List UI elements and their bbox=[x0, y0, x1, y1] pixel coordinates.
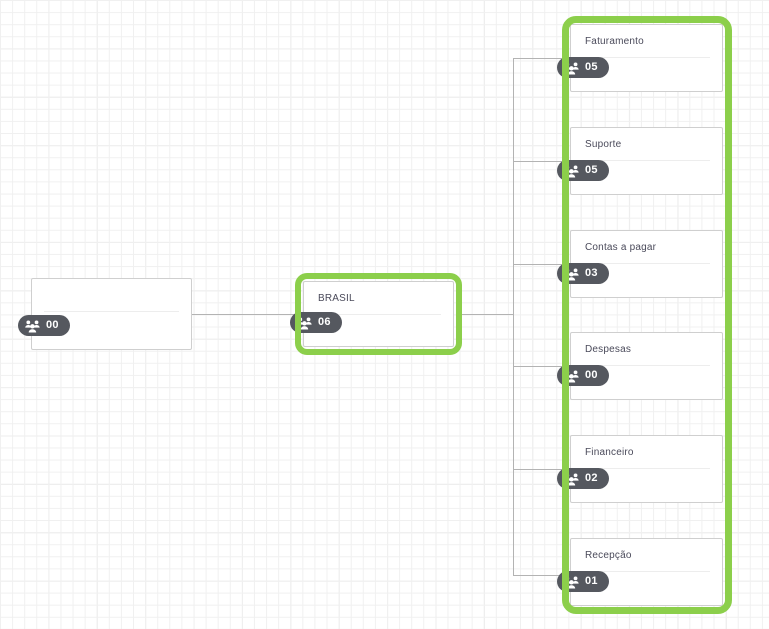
member-count-value: 05 bbox=[585, 61, 598, 73]
connector-branch-2 bbox=[513, 264, 562, 265]
member-count-badge[interactable]: 02 bbox=[557, 468, 609, 489]
member-count-value: 00 bbox=[585, 369, 598, 381]
member-count-value: 00 bbox=[46, 319, 59, 331]
member-count-value: 05 bbox=[585, 164, 598, 176]
member-count-badge[interactable]: 01 bbox=[557, 571, 609, 592]
member-count-badge[interactable]: 00 bbox=[557, 365, 609, 386]
people-group-icon bbox=[297, 317, 312, 329]
org-node-child[interactable]: Despesas 00 bbox=[557, 332, 723, 400]
connector-branch-0 bbox=[513, 58, 562, 59]
connector-branch-3 bbox=[513, 366, 562, 367]
org-node-child-title: Financeiro bbox=[585, 447, 634, 458]
member-count-value: 02 bbox=[585, 472, 598, 484]
selection-highlight-children-group bbox=[562, 16, 732, 614]
connector-branch-5 bbox=[513, 575, 562, 576]
people-group-icon bbox=[564, 165, 579, 177]
org-node-root[interactable]: 00 bbox=[18, 278, 192, 350]
org-node-child[interactable]: Suporte 05 bbox=[557, 127, 723, 195]
people-group-icon bbox=[25, 320, 40, 332]
people-group-icon bbox=[564, 473, 579, 485]
member-count-badge[interactable]: 03 bbox=[557, 263, 609, 284]
org-node-child-title: Recepção bbox=[585, 550, 632, 561]
org-node-child[interactable]: Financeiro 02 bbox=[557, 435, 723, 503]
connector-brasil-to-trunk bbox=[462, 314, 514, 315]
card-divider bbox=[583, 468, 710, 469]
card-divider bbox=[316, 314, 441, 315]
connector-branch-1 bbox=[513, 161, 562, 162]
card-divider bbox=[583, 57, 710, 58]
member-count-badge[interactable]: 05 bbox=[557, 57, 609, 78]
org-node-child[interactable]: Recepção 01 bbox=[557, 538, 723, 606]
connector-root-to-brasil bbox=[192, 314, 295, 315]
org-node-brasil[interactable]: BRASIL 06 bbox=[290, 281, 454, 347]
member-count-badge[interactable]: 00 bbox=[18, 315, 70, 336]
card-divider bbox=[583, 571, 710, 572]
card-divider bbox=[583, 160, 710, 161]
member-count-badge[interactable]: 06 bbox=[290, 312, 342, 333]
org-node-child-title: Faturamento bbox=[585, 36, 644, 47]
org-node-child[interactable]: Faturamento 05 bbox=[557, 24, 723, 92]
member-count-value: 01 bbox=[585, 575, 598, 587]
people-group-icon bbox=[564, 370, 579, 382]
member-count-badge[interactable]: 05 bbox=[557, 160, 609, 181]
connector-trunk bbox=[513, 58, 514, 576]
people-group-icon bbox=[564, 576, 579, 588]
org-node-child-title: Despesas bbox=[585, 344, 632, 355]
org-node-child-title: Suporte bbox=[585, 139, 622, 150]
people-group-icon bbox=[564, 62, 579, 74]
org-node-child[interactable]: Contas a pagar 03 bbox=[557, 230, 723, 298]
card-divider bbox=[583, 263, 710, 264]
card-divider bbox=[44, 311, 179, 312]
org-node-child-title: Contas a pagar bbox=[585, 242, 657, 253]
org-node-brasil-title: BRASIL bbox=[318, 293, 355, 304]
people-group-icon bbox=[564, 268, 579, 280]
connector-branch-4 bbox=[513, 469, 562, 470]
member-count-value: 06 bbox=[318, 316, 331, 328]
member-count-value: 03 bbox=[585, 267, 598, 279]
card-divider bbox=[583, 365, 710, 366]
